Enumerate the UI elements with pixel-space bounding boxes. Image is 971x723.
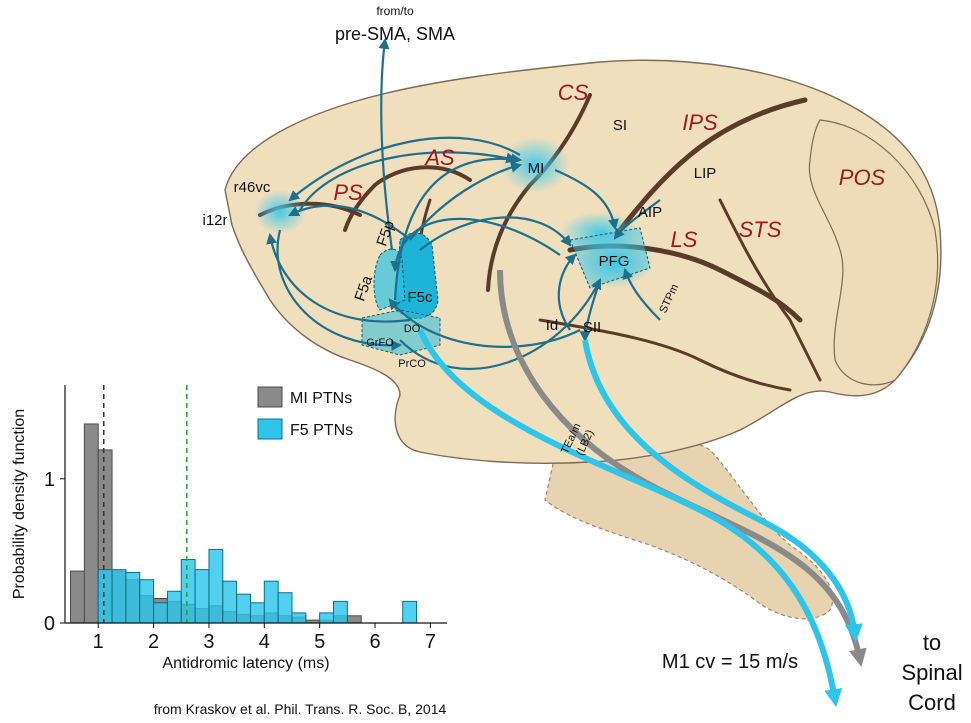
f5-ptn-bar	[195, 570, 209, 623]
y-tick-label: 0	[44, 613, 55, 635]
f5-ptn-bar	[278, 593, 292, 623]
x-tick-label: 5	[314, 631, 325, 653]
area-r46vc: r46vc	[234, 179, 271, 196]
area-id: Id	[546, 317, 559, 334]
brainstem-shape	[545, 439, 833, 619]
legend-swatch-f5	[258, 419, 282, 439]
x-tick-label: 2	[148, 631, 159, 653]
sulcus-ls: LS	[671, 227, 698, 252]
area-pfg: PFG	[599, 253, 630, 270]
f5-ptn-bar	[264, 581, 278, 623]
x-tick-label: 6	[369, 631, 380, 653]
x-tick-label: 7	[425, 631, 436, 653]
f5-ptn-bar	[98, 570, 112, 623]
sulcus-as: AS	[423, 145, 455, 170]
area-grfo: GrFO	[366, 337, 394, 349]
legend-label: MI PTNs	[290, 390, 352, 407]
x-tick-label: 4	[259, 631, 270, 653]
f5-ptn-bar	[250, 603, 264, 623]
area-si: SI	[613, 117, 627, 134]
legend-label: F5 PTNs	[290, 422, 353, 439]
f5-ptn-bar	[181, 560, 195, 623]
f5-ptn-bar	[154, 603, 168, 623]
legend-swatch-mi	[258, 387, 282, 407]
source-main-label: pre-SMA, SMA	[335, 24, 455, 44]
citation: from Kraskov et al. Phil. Trans. R. Soc.…	[154, 701, 447, 717]
f5-ptn-bar	[223, 581, 237, 623]
mi-ptn-bar	[84, 424, 98, 623]
area-lip: LIP	[694, 165, 717, 182]
area-i12r: i12r	[202, 212, 227, 229]
area-f5c: F5c	[407, 289, 433, 306]
source-small-label: from/to	[376, 4, 414, 18]
f5-ptn-bar	[403, 601, 417, 623]
f5-ptn-bar	[237, 594, 251, 623]
area-prco: PrCO	[398, 358, 426, 370]
f5-ptn-bar	[320, 613, 334, 623]
cord-label: Cord	[908, 690, 956, 715]
f5-ptn-bar	[334, 601, 348, 623]
x-tick-label: 3	[203, 631, 214, 653]
x-axis-label: Antidromic latency (ms)	[162, 655, 329, 672]
f5-ptn-bar	[140, 580, 154, 623]
f5-ptn-bar	[167, 591, 181, 623]
x-tick-label: 1	[93, 631, 104, 653]
y-tick-label: 1	[44, 469, 55, 491]
f5-ptn-bar	[292, 613, 306, 623]
f5-ptn-bar	[112, 570, 126, 623]
f5-ptn-bar	[126, 573, 140, 623]
area-aip: AIP	[638, 204, 662, 221]
sulcus-ps: PS	[333, 180, 363, 205]
y-axis-label: Probability density function	[11, 409, 28, 599]
area-mi: MI	[528, 160, 545, 177]
area-do: DO	[404, 323, 421, 335]
sulcus-sts: STS	[739, 217, 782, 242]
mi-ptn-bar	[71, 571, 85, 623]
to-label: to	[923, 630, 941, 655]
spinal-label: Spinal	[901, 660, 962, 685]
area-sii: SII	[583, 319, 601, 336]
conduction-velocity-label: M1 cv = 15 m/s	[662, 651, 798, 673]
sulcus-ips: IPS	[682, 110, 718, 135]
f5-ptn-bar	[209, 549, 223, 623]
sulcus-cs: CS	[558, 80, 589, 105]
mi-ptn-bar	[347, 616, 361, 623]
sulcus-pos: POS	[839, 165, 886, 190]
